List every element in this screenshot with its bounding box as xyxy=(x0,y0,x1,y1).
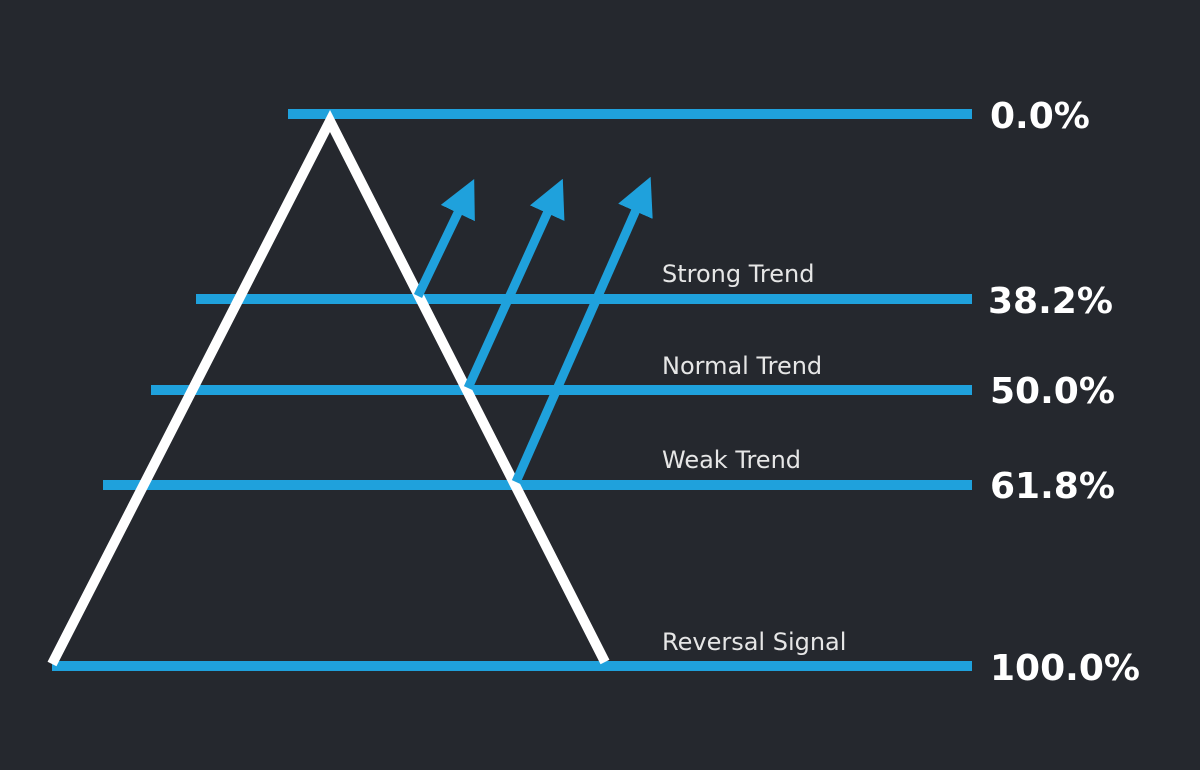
level-label-38-2: 38.2% xyxy=(988,281,1113,322)
zone-labels: Strong Trend Normal Trend Weak Trend Rev… xyxy=(662,260,846,656)
level-label-50: 50.0% xyxy=(990,371,1115,412)
zone-label-normal-trend: Normal Trend xyxy=(662,352,822,380)
price-path xyxy=(47,109,610,667)
level-label-0: 0.0% xyxy=(990,96,1090,137)
level-lines xyxy=(52,109,972,671)
level-labels: 0.0% 38.2% 50.0% 61.8% 100.0% xyxy=(988,96,1140,689)
arrow-strong-trend xyxy=(413,178,475,298)
zone-label-reversal-signal: Reversal Signal xyxy=(662,628,846,656)
level-label-61-8: 61.8% xyxy=(990,466,1115,507)
arrow-weak-trend xyxy=(511,176,653,484)
arrow-normal-trend xyxy=(463,178,565,390)
zone-label-weak-trend: Weak Trend xyxy=(662,446,801,474)
level-label-100: 100.0% xyxy=(990,648,1140,689)
zone-label-strong-trend: Strong Trend xyxy=(662,260,814,288)
bounce-arrows xyxy=(413,176,653,484)
